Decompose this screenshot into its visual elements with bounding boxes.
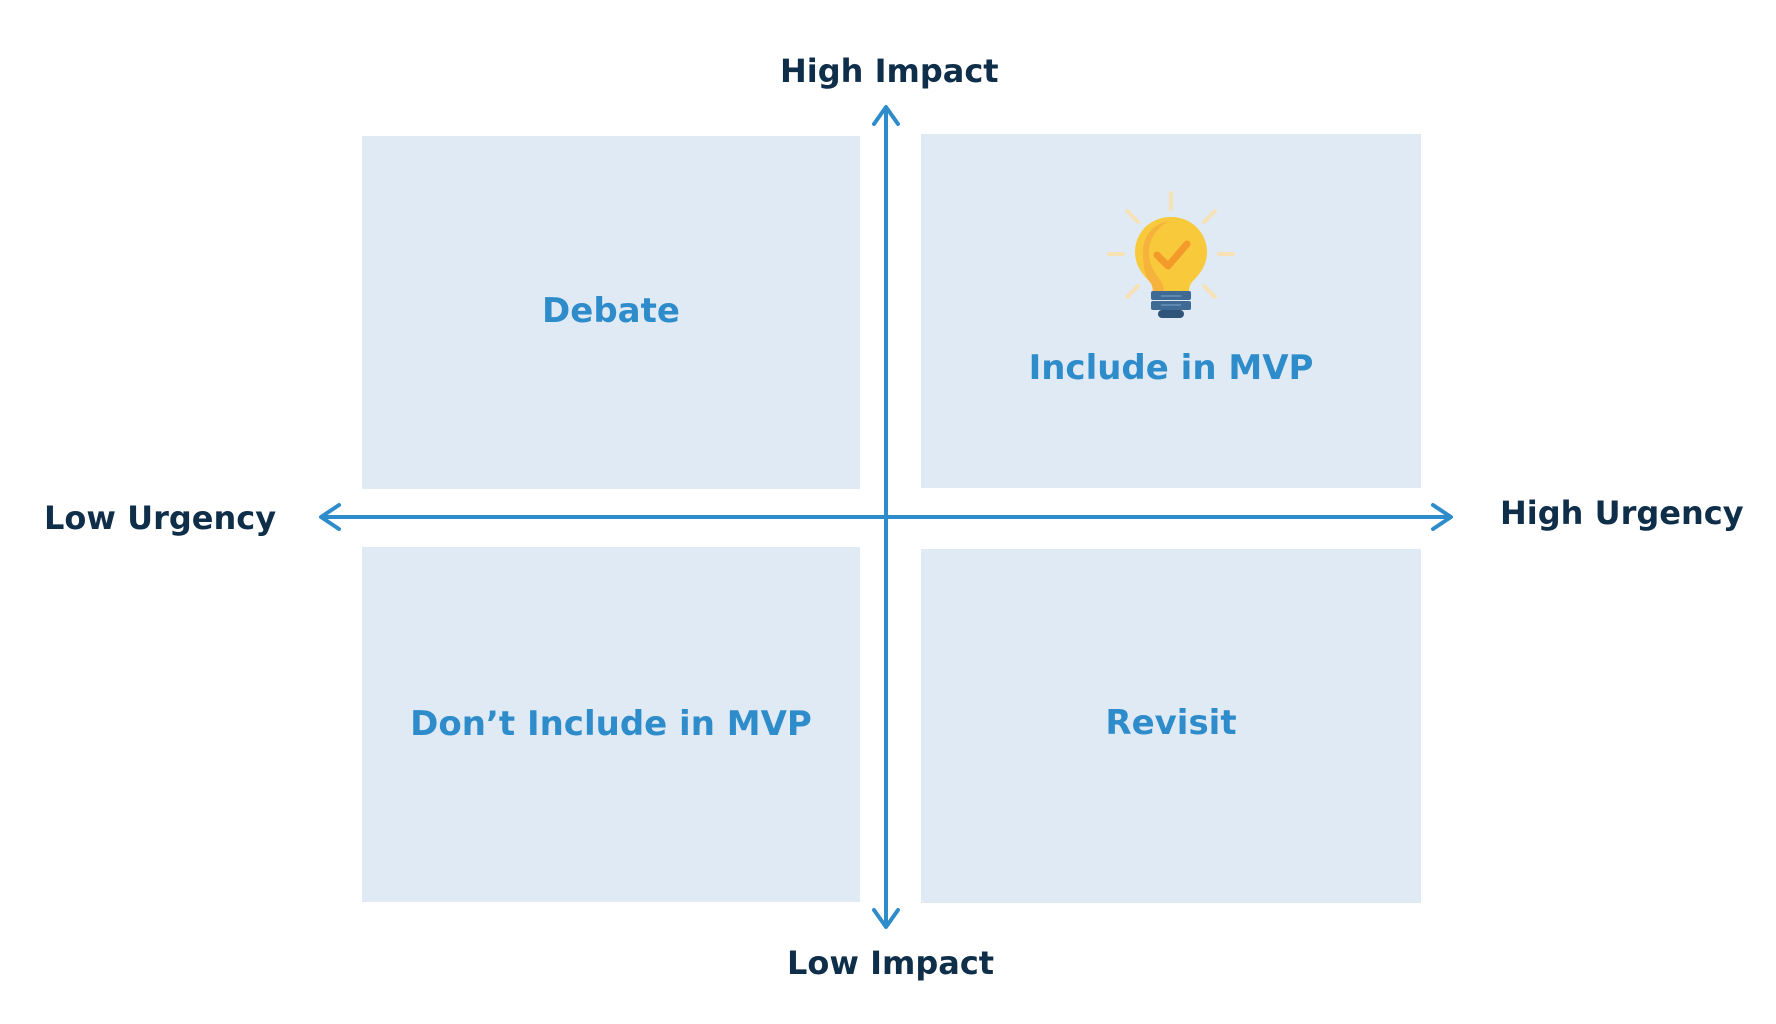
- arrow-right-icon: [1431, 503, 1453, 531]
- arrow-left-icon: [319, 503, 341, 531]
- lightbulb-check-icon: [1107, 191, 1235, 318]
- arrow-up-icon: [872, 105, 900, 126]
- quadrant-top-right: Include in MVP: [921, 134, 1421, 488]
- quadrant-label-include-in-mvp: Include in MVP: [1028, 348, 1314, 388]
- axis-label-high-urgency: High Urgency: [1500, 494, 1744, 532]
- axis-label-low-urgency: Low Urgency: [44, 499, 277, 537]
- quadrant-bottom-right: Revisit: [921, 549, 1421, 903]
- axis-label-low-impact: Low Impact: [787, 944, 995, 982]
- axis-label-high-impact: High Impact: [780, 52, 999, 90]
- quadrant-label-dont-include-in-mvp: Don’t Include in MVP: [410, 704, 812, 744]
- quadrant-bottom-left: Don’t Include in MVP: [362, 547, 860, 902]
- quadrant-label-debate: Debate: [542, 291, 680, 331]
- arrow-down-icon: [872, 908, 900, 929]
- quadrant-label-revisit: Revisit: [1105, 703, 1237, 743]
- quadrant-top-left: Debate: [362, 136, 860, 489]
